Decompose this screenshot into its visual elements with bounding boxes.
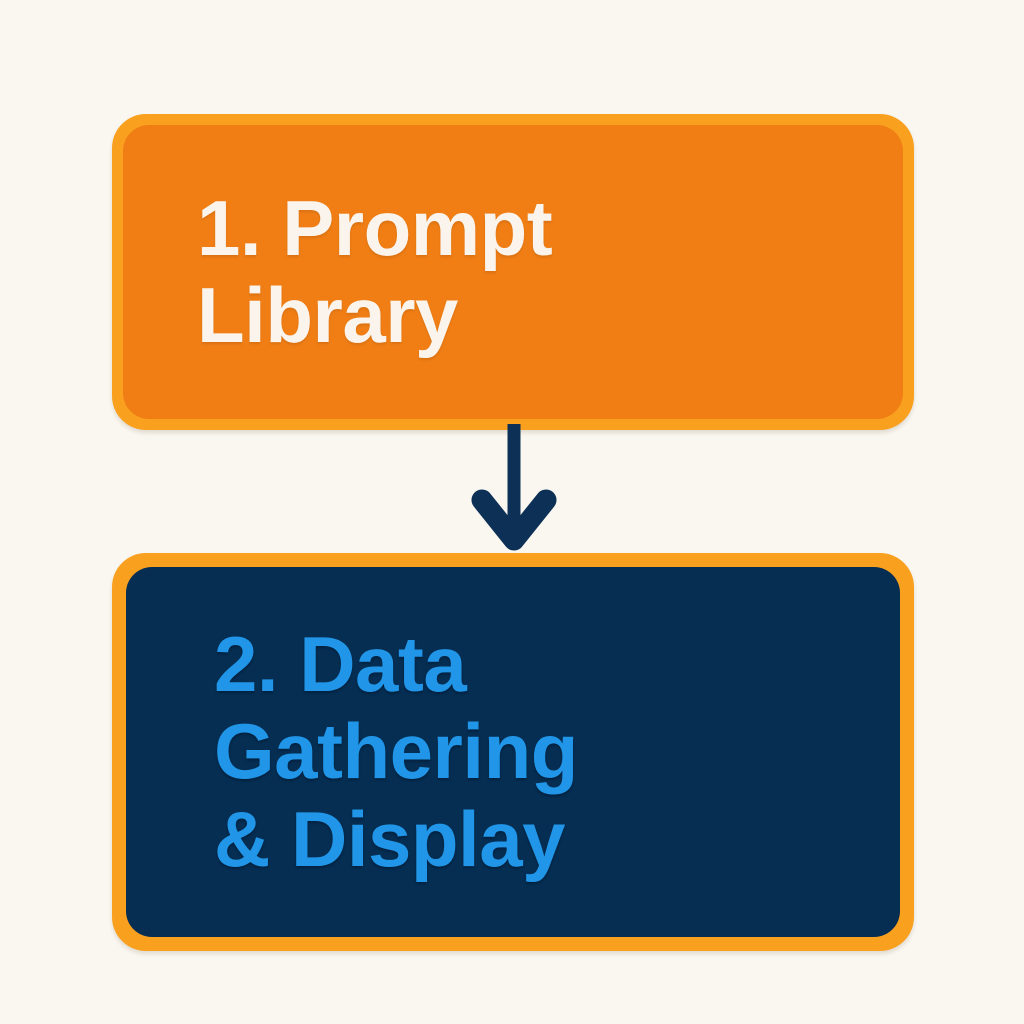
flow-node-prompt-library-label: 1. Prompt Library bbox=[197, 183, 553, 359]
flow-node-prompt-library[interactable]: 1. Prompt Library bbox=[112, 114, 914, 430]
flow-node-prompt-library-body: 1. Prompt Library bbox=[123, 125, 903, 419]
flow-node-data-gathering-label: 2. Data Gathering & Display bbox=[214, 619, 578, 883]
flow-node-data-gathering[interactable]: 2. Data Gathering & Display bbox=[112, 553, 914, 951]
arrow-down-icon bbox=[471, 424, 557, 551]
arrow-head bbox=[471, 489, 557, 551]
flow-node-data-gathering-body: 2. Data Gathering & Display bbox=[126, 567, 900, 937]
